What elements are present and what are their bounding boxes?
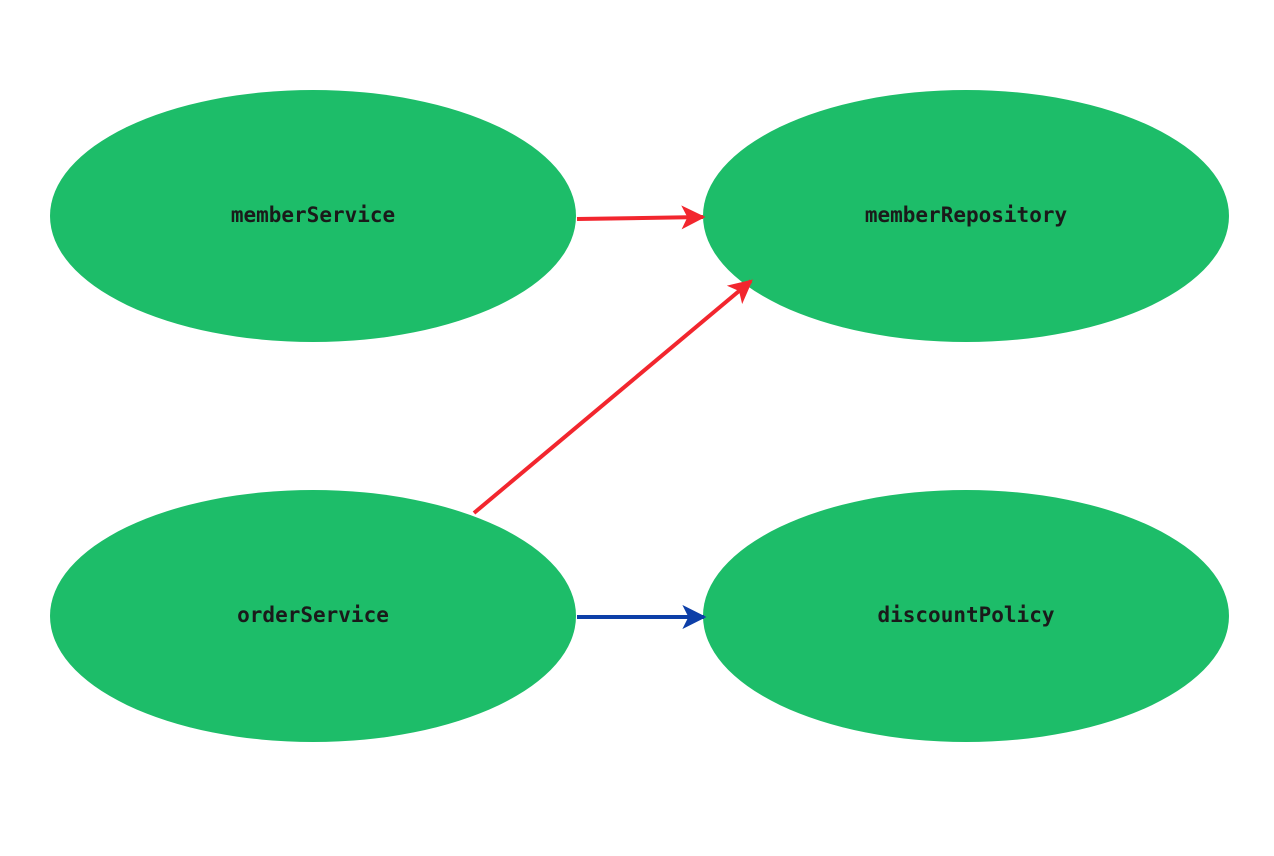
- member-repository-ellipse: [703, 90, 1229, 342]
- edge-order-service-to-member-repository: [472, 279, 753, 515]
- node-order-service: orderService: [50, 490, 576, 742]
- node-member-repository: memberRepository: [703, 90, 1229, 342]
- edge-member-service-to-member-repository: [576, 205, 706, 230]
- node-discount-policy: discountPolicy: [703, 490, 1229, 742]
- discount-policy-label: discountPolicy: [877, 603, 1054, 627]
- order-service-ellipse: [50, 490, 576, 742]
- member-service-label: memberService: [231, 203, 395, 227]
- member-repository-label: memberRepository: [865, 203, 1068, 227]
- order-service-label: orderService: [237, 603, 389, 627]
- member-service-ellipse: [50, 90, 576, 342]
- discount-policy-ellipse: [703, 490, 1229, 742]
- node-member-service: memberService: [50, 90, 576, 342]
